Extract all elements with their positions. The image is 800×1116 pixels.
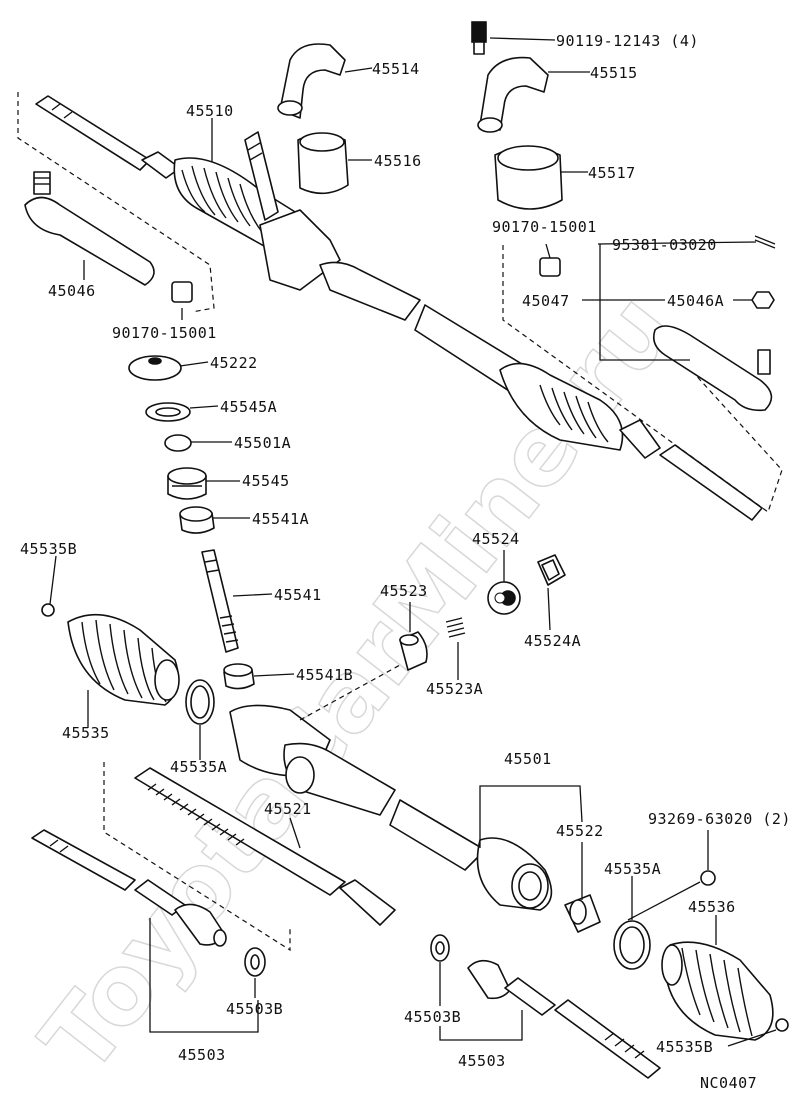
bearing-45541B bbox=[223, 663, 255, 690]
label-45535A-left: 45535A bbox=[170, 758, 227, 776]
bolt-90119 bbox=[471, 21, 487, 55]
band-45535B-right bbox=[775, 1018, 789, 1032]
pinion-shaft-45541 bbox=[201, 549, 239, 653]
bearing-45541A bbox=[179, 506, 215, 534]
label-45535B-right: 45535B bbox=[656, 1038, 713, 1056]
label-45501: 45501 bbox=[504, 750, 552, 768]
label-90170-15001-right: 90170-15001 bbox=[492, 218, 597, 236]
cotter-pin-95381 bbox=[754, 235, 776, 249]
lower-dashed-box bbox=[103, 762, 291, 952]
label-45521: 45521 bbox=[264, 800, 312, 818]
boot-45535 bbox=[67, 613, 180, 706]
label-45545: 45545 bbox=[242, 472, 290, 490]
clip-45535A-left bbox=[185, 679, 215, 725]
bearing-45524 bbox=[487, 581, 521, 615]
part-labels: 45514 45515 90119-12143 (4) 45510 45516 … bbox=[20, 32, 791, 1092]
label-95381-03020: 95381-03020 bbox=[612, 236, 717, 254]
label-45503-left: 45503 bbox=[178, 1046, 226, 1064]
label-45535: 45535 bbox=[62, 724, 110, 742]
label-45523: 45523 bbox=[380, 582, 428, 600]
label-93269-63020: 93269-63020 (2) bbox=[648, 810, 791, 828]
label-45541: 45541 bbox=[274, 586, 322, 604]
label-45517: 45517 bbox=[588, 164, 636, 182]
label-45523A: 45523A bbox=[426, 680, 483, 698]
label-45503B-right: 45503B bbox=[404, 1008, 461, 1026]
bushing-45522 bbox=[564, 894, 601, 933]
label-45501A: 45501A bbox=[234, 434, 291, 452]
label-90119-12143: 90119-12143 (4) bbox=[556, 32, 699, 50]
label-45524A: 45524A bbox=[524, 632, 581, 650]
label-45046: 45046 bbox=[48, 282, 96, 300]
tie-rod-end-left bbox=[24, 171, 155, 286]
clamp-45514 bbox=[277, 43, 346, 119]
nut-45046A bbox=[751, 291, 775, 309]
rack-guide-45523 bbox=[399, 631, 428, 671]
label-45510: 45510 bbox=[186, 102, 234, 120]
clip-45535A-right bbox=[613, 920, 651, 970]
label-45503B-left: 45503B bbox=[226, 1000, 283, 1018]
label-45516: 45516 bbox=[374, 152, 422, 170]
plate-45524A bbox=[537, 554, 566, 586]
inner-tie-rod-right bbox=[467, 959, 661, 1079]
upper-rack-housing bbox=[173, 131, 763, 521]
label-45524: 45524 bbox=[472, 530, 520, 548]
dashed-link-guide bbox=[299, 664, 401, 721]
lower-rack-housing bbox=[229, 704, 553, 911]
rack-bar-45521 bbox=[134, 767, 396, 926]
label-45541A: 45541A bbox=[252, 510, 309, 528]
dust-seal-45222 bbox=[128, 355, 182, 381]
band-45535B-left bbox=[41, 603, 55, 617]
label-45222: 45222 bbox=[210, 354, 258, 372]
label-45047: 45047 bbox=[522, 292, 570, 310]
upper-dashed-box-right bbox=[502, 245, 783, 513]
label-45514: 45514 bbox=[372, 60, 420, 78]
label-45541B: 45541B bbox=[296, 666, 353, 684]
leader-lines bbox=[49, 37, 777, 1047]
tie-rod-end-right bbox=[652, 325, 773, 412]
label-45522: 45522 bbox=[556, 822, 604, 840]
label-45545A: 45545A bbox=[220, 398, 277, 416]
label-45535B-left: 45535B bbox=[20, 540, 77, 558]
label-90170-15001-left: 90170-15001 bbox=[112, 324, 217, 342]
ring-45501A bbox=[164, 434, 192, 452]
washer-45503B-left bbox=[244, 947, 266, 977]
upper-left-tie-rod bbox=[35, 95, 181, 179]
upper-dashed-box-left bbox=[17, 92, 215, 313]
label-45046A: 45046A bbox=[667, 292, 724, 310]
inner-tie-rod-left bbox=[31, 829, 227, 947]
nut-90170-right bbox=[539, 257, 561, 277]
clamp-45515 bbox=[477, 56, 549, 133]
bushing-45517 bbox=[494, 145, 563, 210]
nut-90170-left bbox=[171, 281, 193, 303]
label-45536: 45536 bbox=[688, 898, 736, 916]
diagram-code: NC0407 bbox=[700, 1074, 757, 1092]
ring-45545A bbox=[145, 402, 191, 422]
spring-45523A bbox=[445, 617, 466, 638]
washer-45503B-right bbox=[430, 934, 450, 962]
bushing-45516 bbox=[297, 132, 349, 195]
boot-45536 bbox=[661, 941, 774, 1041]
label-45503-right: 45503 bbox=[458, 1052, 506, 1070]
nut-45545 bbox=[167, 467, 207, 500]
label-45515: 45515 bbox=[590, 64, 638, 82]
label-45535A-right: 45535A bbox=[604, 860, 661, 878]
band-93269 bbox=[700, 870, 716, 886]
